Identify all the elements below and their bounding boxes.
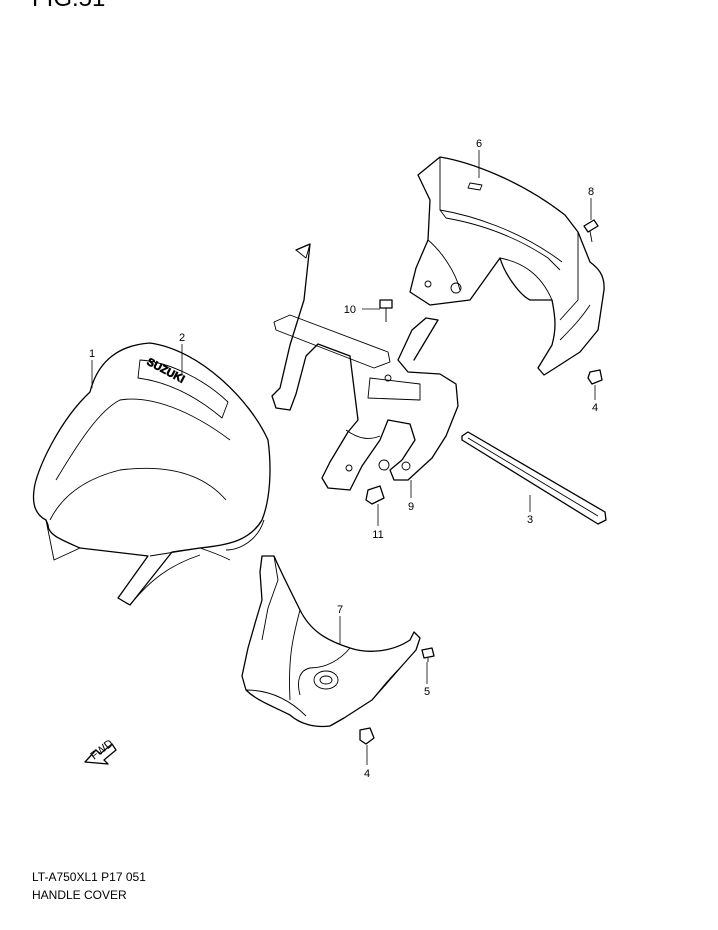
part-2-emblem: SUZUKI [137, 356, 229, 419]
part-8-screw [583, 219, 599, 243]
part-3-seal [461, 431, 607, 525]
figure-label: FIG.51 [32, 0, 105, 12]
part-7-lower-cover [241, 555, 421, 728]
callout-4-upper: 4 [592, 402, 598, 414]
callout-11: 11 [372, 529, 383, 541]
callout-6: 6 [476, 138, 482, 150]
callout-5: 5 [424, 686, 430, 698]
callout-3: 3 [527, 514, 533, 526]
callout-8: 8 [588, 186, 594, 198]
part-5-screw [421, 647, 435, 662]
fwd-arrow-text: FWD [88, 737, 115, 762]
leader-lines [91, 150, 596, 765]
footer-code: LT-A750XL1 P17 051 [32, 870, 146, 884]
part-4-nut-upper [587, 369, 603, 385]
callout-2: 2 [179, 332, 185, 344]
callout-1: 1 [89, 348, 95, 360]
part-10-bolt [379, 299, 393, 322]
callout-10: 10 [344, 304, 356, 316]
fwd-arrow-icon: FWD [84, 737, 117, 765]
callout-labels: 1 2 3 4 4 5 6 7 8 9 10 11 [89, 138, 598, 780]
footer-title: HANDLE COVER [32, 888, 127, 902]
part-1-handle-cover [32, 342, 271, 606]
part-4-nut-lower [359, 727, 375, 745]
part-11-cushion [365, 485, 385, 505]
emblem-text: SUZUKI [145, 356, 187, 386]
callout-4-lower: 4 [364, 768, 370, 780]
part-9-bracket [271, 243, 459, 491]
callout-7: 7 [337, 604, 343, 616]
part-6-upper-cover [409, 156, 605, 376]
callout-9: 9 [408, 501, 414, 513]
